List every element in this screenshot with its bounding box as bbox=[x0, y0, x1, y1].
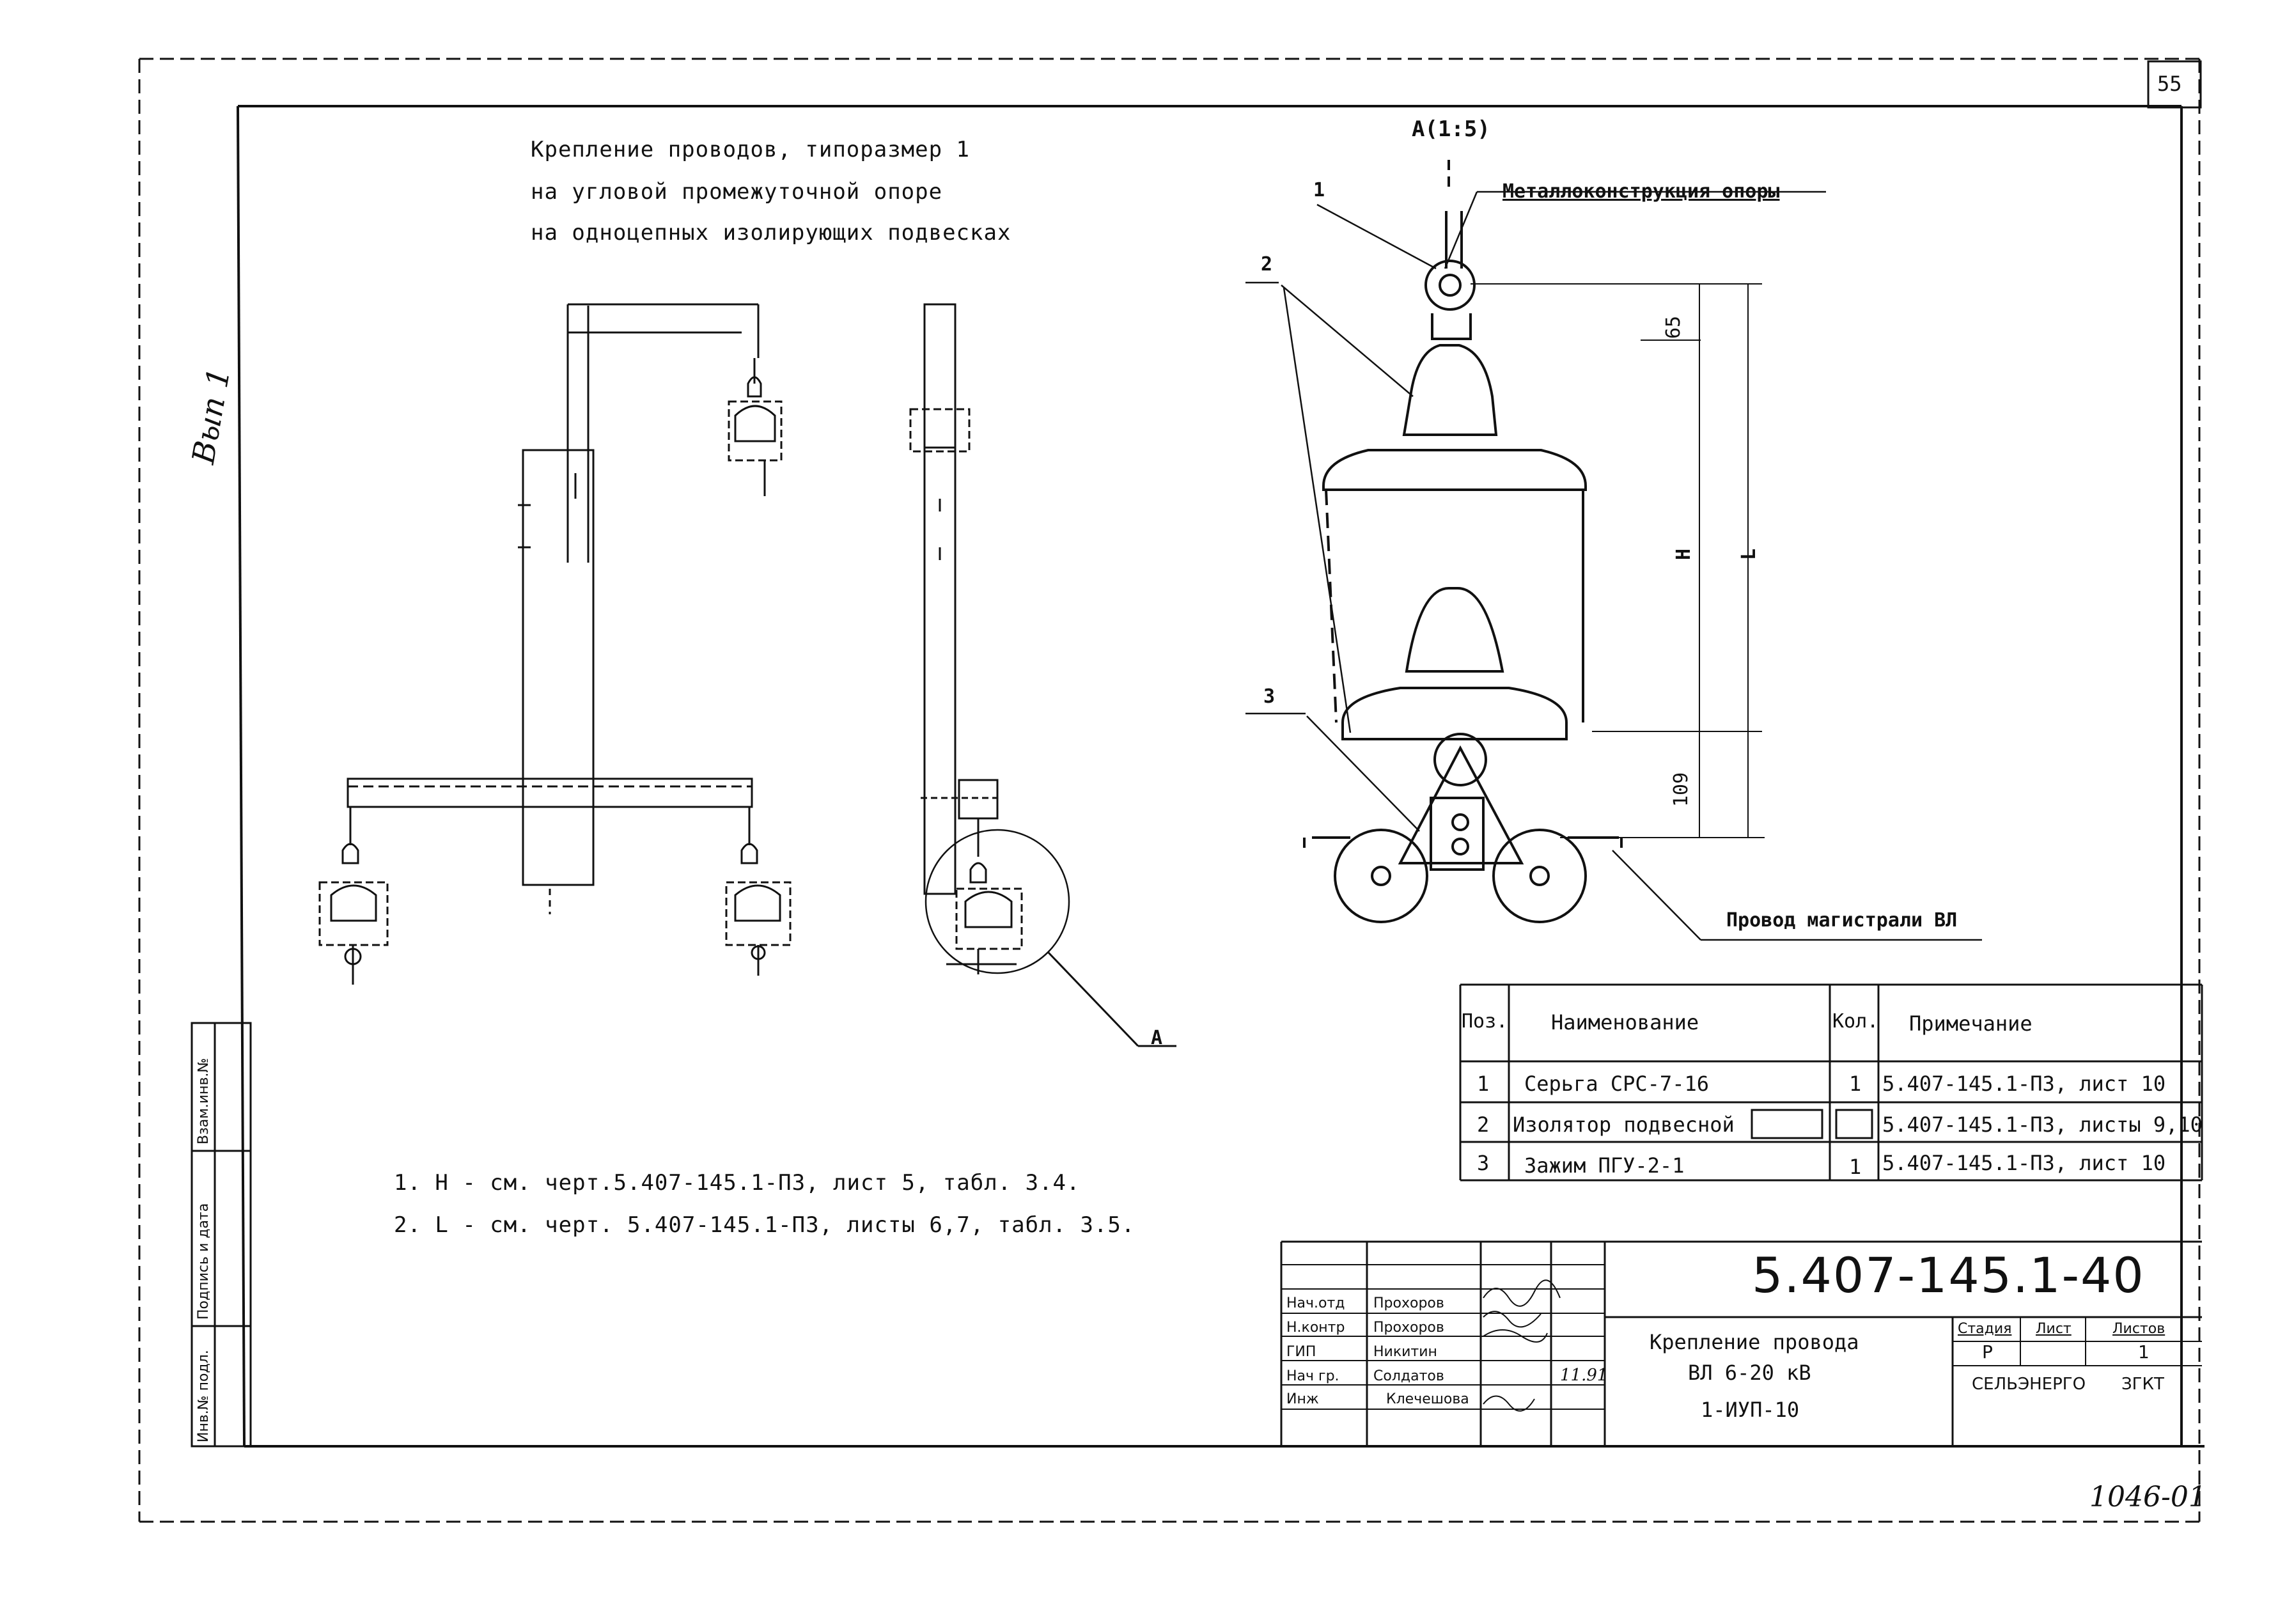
callout-3: 3 bbox=[1263, 685, 1276, 708]
structure-label: Металлоконструкция опоры bbox=[1502, 180, 1780, 203]
description-line-1: Крепление провода bbox=[1650, 1330, 1859, 1354]
spec-row-2-name: Изолятор подвесной bbox=[1513, 1113, 1735, 1137]
staff-name-4: Солдатов bbox=[1373, 1368, 1444, 1384]
side-stamp-frame bbox=[191, 1022, 252, 1448]
sheet-outer-border bbox=[138, 58, 2201, 1523]
organization-city: ЗГКТ bbox=[2121, 1375, 2164, 1394]
staff-role-3: ГИП bbox=[1286, 1344, 1316, 1360]
dimension-109: 109 bbox=[1670, 772, 1692, 807]
spec-row-1-qty: 1 bbox=[1849, 1072, 1862, 1096]
staff-date-4: 11.91 bbox=[1560, 1366, 1608, 1385]
spec-row-3-name: Зажим ПГУ-2-1 bbox=[1524, 1153, 1685, 1178]
organization: СЕЛЬЭНЕРГО bbox=[1972, 1375, 2086, 1394]
spec-row-3-qty: 1 bbox=[1849, 1155, 1862, 1179]
stage-label: Стадия bbox=[1958, 1321, 2012, 1337]
staff-role-5: Инж bbox=[1286, 1391, 1319, 1407]
detail-view-label: А(1:5) bbox=[1412, 116, 1490, 142]
title-block-grid bbox=[1280, 1240, 2202, 1445]
spec-table-grid bbox=[1459, 983, 2203, 1182]
spec-row-3-note: 5.407-145.1-ПЗ, лист 10 bbox=[1882, 1151, 2166, 1175]
dimension-h: H bbox=[1673, 548, 1695, 560]
staff-role-4: Нач гр. bbox=[1286, 1368, 1339, 1384]
drawing-code: 5.407-145.1-40 bbox=[1752, 1247, 2145, 1304]
callout-2: 2 bbox=[1261, 253, 1273, 276]
detail-a-drawing bbox=[1245, 160, 1982, 941]
note-1: 1. H - см. черт.5.407-145.1-ПЗ, лист 5, … bbox=[394, 1170, 1081, 1196]
spec-header-qty: Кол. bbox=[1832, 1010, 1879, 1033]
callout-1: 1 bbox=[1313, 179, 1325, 201]
staff-role-2: Н.контр bbox=[1286, 1320, 1345, 1336]
sheets-value: 1 bbox=[2138, 1341, 2150, 1362]
spec-row-2-note: 5.407-145.1-ПЗ, листы 9,10 bbox=[1882, 1113, 2203, 1137]
drawing-title-line-3: на одноцепных изолирующих подвесках bbox=[531, 220, 1011, 246]
note-2: 2. L - см. черт. 5.407-145.1-ПЗ, листы 6… bbox=[394, 1212, 1136, 1238]
staff-name-2: Прохоров bbox=[1373, 1320, 1444, 1336]
drawing-title-line-1: Крепление проводов, типоразмер 1 bbox=[531, 137, 971, 162]
description-line-3: 1-ИУП-10 bbox=[1701, 1398, 1800, 1422]
drawing-title-line-2: на угловой промежуточной опоре bbox=[531, 179, 943, 205]
spec-row-1-pos: 1 bbox=[1477, 1072, 1490, 1096]
staff-name-3: Никитин bbox=[1373, 1344, 1437, 1360]
staff-name-1: Прохоров bbox=[1373, 1295, 1444, 1311]
callout-letter-a: А bbox=[1151, 1027, 1163, 1049]
side-stamp-inv: Инв.№ подл. bbox=[196, 1350, 212, 1442]
sheet-inner-frame bbox=[237, 60, 2205, 1448]
description-line-2: ВЛ 6-20 кВ bbox=[1688, 1361, 1811, 1385]
sheet-number: 55 bbox=[2157, 72, 2182, 96]
spec-row-2-pos: 2 bbox=[1477, 1113, 1490, 1137]
front-view-pole bbox=[318, 303, 792, 985]
archive-number: 1046-01 bbox=[2089, 1481, 2206, 1513]
stage-value: Р bbox=[1982, 1341, 1993, 1362]
spec-header-name: Наименование bbox=[1551, 1010, 1699, 1035]
wire-label: Провод магистрали ВЛ bbox=[1726, 909, 1958, 932]
sheets-label: Листов bbox=[2112, 1321, 2166, 1337]
spec-row-3-pos: 3 bbox=[1477, 1151, 1490, 1175]
side-stamp-signature: Подпись и дата bbox=[196, 1203, 212, 1320]
side-stamp-replace: Взам.инв.№ bbox=[196, 1058, 212, 1144]
dimension-l: L bbox=[1738, 548, 1760, 560]
sheet-label: Лист bbox=[2036, 1321, 2072, 1337]
spec-row-1-name: Серьга СРС-7-16 bbox=[1524, 1072, 1709, 1096]
side-view-pole bbox=[909, 303, 1176, 1047]
spec-header-note: Примечание bbox=[1909, 1011, 2033, 1036]
spec-header-pos: Поз. bbox=[1462, 1010, 1508, 1033]
staff-role-1: Нач.отд bbox=[1286, 1295, 1345, 1311]
signature-scribbles bbox=[1483, 1279, 1561, 1412]
spec-row-1-note: 5.407-145.1-ПЗ, лист 10 bbox=[1882, 1072, 2166, 1096]
staff-name-5: Клечешова bbox=[1386, 1391, 1469, 1407]
dimension-65: 65 bbox=[1662, 315, 1685, 339]
